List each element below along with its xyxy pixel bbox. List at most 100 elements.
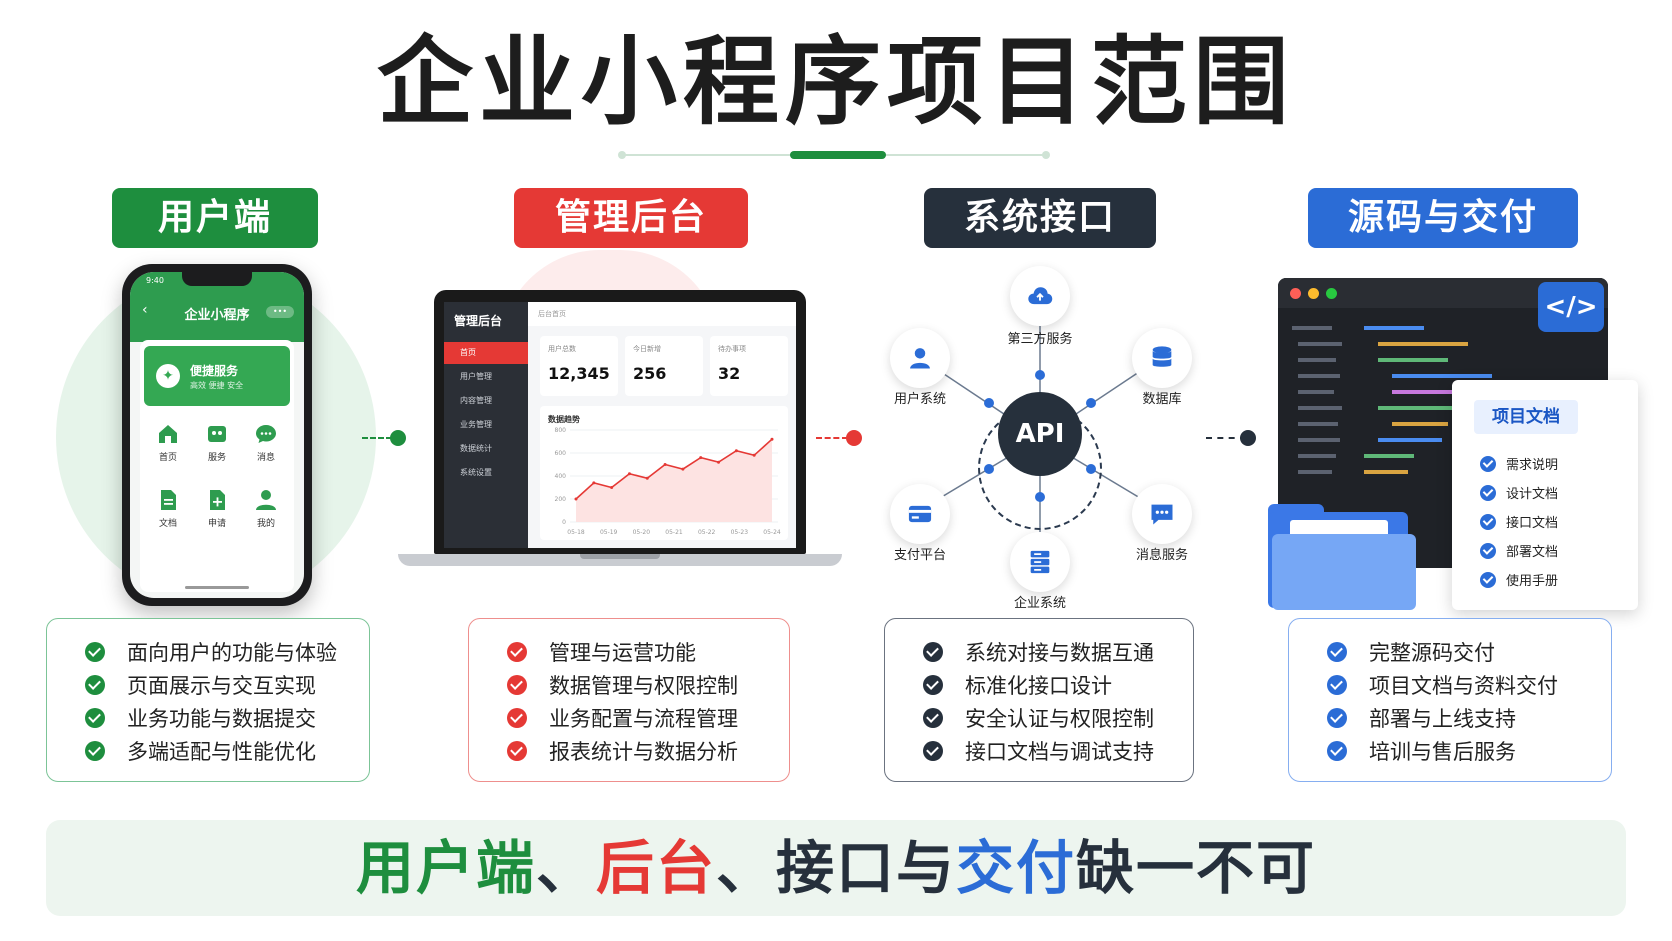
- node-messaging[interactable]: [1132, 484, 1192, 544]
- connector-line: [1206, 437, 1246, 441]
- y-tick-label: 800: [555, 427, 567, 434]
- trend-point: [770, 437, 774, 441]
- node-label: 数据库: [1142, 392, 1182, 407]
- feature-box-api: 系统对接与数据互通 标准化接口设计 安全认证与权限控制 接口文档与调试支持: [884, 618, 1194, 782]
- node-enterprise[interactable]: [1010, 532, 1070, 592]
- service-banner[interactable]: ✦ 便捷服务 高效 便捷 安全: [144, 346, 290, 406]
- doc-item: 部署文档: [1480, 541, 1558, 560]
- api-connector-dot: [1086, 398, 1096, 408]
- stat-label: 今日新增: [633, 345, 661, 353]
- admin-nav-business[interactable]: 业务管理: [460, 420, 492, 429]
- check-icon: [923, 674, 943, 695]
- admin-nav-stats[interactable]: 数据统计: [460, 444, 492, 453]
- grid-item-profile[interactable]: 我的: [242, 488, 290, 529]
- title-divider-accent: [790, 151, 886, 159]
- node-label: 企业系统: [1013, 596, 1066, 611]
- stat-card: 待办事项 32: [710, 336, 788, 396]
- summary-part-delivery: 交付: [956, 834, 1077, 902]
- summary-part-tail: 缺一不可: [1076, 834, 1317, 902]
- admin-nav-home[interactable]: 首页: [444, 342, 528, 364]
- database-icon: [1152, 346, 1172, 367]
- feature-text: 安全认证与权限控制: [965, 706, 1154, 731]
- phone-app-title: 企业小程序: [184, 308, 250, 323]
- file-tree-line: [1298, 454, 1336, 458]
- feature-text: 页面展示与交互实现: [127, 673, 316, 698]
- grid-label: 文档: [158, 519, 177, 529]
- grid-item-home[interactable]: 首页: [144, 422, 192, 463]
- more-menu-icon[interactable]: •••: [266, 306, 294, 318]
- admin-nav-content[interactable]: 内容管理: [460, 396, 492, 405]
- cloud-icon: [1028, 287, 1053, 305]
- trend-point: [645, 476, 649, 480]
- grid-item-service[interactable]: 服务: [193, 422, 241, 463]
- admin-nav-settings[interactable]: 系统设置: [460, 468, 492, 477]
- stat-value: 256: [633, 364, 667, 383]
- phone-content: ✦ 便捷服务 高效 便捷 安全 首页 服务 消息: [140, 340, 294, 592]
- check-icon: [1480, 484, 1496, 501]
- feature-text: 业务配置与流程管理: [549, 706, 738, 731]
- feature-text: 培训与售后服务: [1369, 739, 1516, 764]
- summary-part-user: 用户端: [355, 834, 536, 902]
- doc-item: 需求说明: [1480, 454, 1558, 473]
- feature-item: 业务功能与数据提交: [85, 701, 369, 734]
- page-title: 企业小程序项目范围: [377, 26, 1295, 138]
- admin-sidebar: 管理后台 首页 用户管理 内容管理 业务管理 数据统计 系统设置: [444, 302, 528, 548]
- user-icon: [910, 348, 930, 369]
- stat-value: 12,345: [548, 364, 610, 383]
- x-tick-label: 05-18: [567, 529, 585, 536]
- check-icon: [923, 740, 943, 761]
- profile-icon: [256, 490, 276, 510]
- grid-item-message[interactable]: 消息: [242, 422, 290, 463]
- feature-item: 接口文档与调试支持: [923, 734, 1193, 767]
- feature-text: 系统对接与数据互通: [965, 640, 1154, 665]
- header-api: 系统接口: [924, 188, 1156, 248]
- check-icon: [85, 641, 105, 662]
- check-icon: [1480, 571, 1496, 588]
- folder-icon-front: [1272, 534, 1416, 610]
- feature-item: 标准化接口设计: [923, 668, 1193, 701]
- file-tree-line: [1298, 438, 1340, 442]
- header-user-side: 用户端: [112, 188, 318, 248]
- service-icon: [208, 426, 226, 442]
- stat-value: 32: [718, 364, 741, 383]
- admin-topbar: 后台首页: [528, 302, 796, 326]
- feature-item: 完整源码交付: [1327, 635, 1611, 668]
- trend-point: [627, 472, 631, 476]
- check-icon: [85, 674, 105, 695]
- node-third-party[interactable]: [1010, 266, 1070, 326]
- trend-point: [699, 456, 703, 460]
- phone-home-indicator: [185, 586, 249, 589]
- window-minimize-icon: [1308, 288, 1319, 299]
- grid-label: 消息: [256, 453, 275, 463]
- feature-text: 标准化接口设计: [965, 673, 1112, 698]
- feature-box-delivery: 完整源码交付 项目文档与资料交付 部署与上线支持 培训与售后服务: [1288, 618, 1612, 782]
- node-user-system[interactable]: [890, 328, 950, 388]
- code-line: [1378, 358, 1448, 362]
- back-arrow-icon[interactable]: ‹: [142, 302, 148, 318]
- phone-screen: 9:40 ‹ 企业小程序 ••• ✦ 便捷服务 高效 便捷 安全 首页 服务: [130, 272, 304, 598]
- grid-item-apply[interactable]: 申请: [193, 488, 241, 529]
- doc-item: 设计文档: [1480, 483, 1558, 502]
- trend-point: [681, 467, 685, 471]
- file-tree-line: [1298, 406, 1342, 410]
- node-database[interactable]: [1132, 328, 1192, 388]
- file-tree-line: [1298, 422, 1338, 426]
- chart-title: 数据趋势: [548, 415, 580, 424]
- file-tree-line: [1298, 342, 1342, 346]
- grid-item-document[interactable]: 文档: [144, 488, 192, 529]
- admin-nav-users[interactable]: 用户管理: [460, 372, 492, 381]
- connector-line: [816, 437, 848, 441]
- check-icon: [85, 740, 105, 761]
- check-icon: [1480, 542, 1496, 559]
- node-payment[interactable]: [890, 484, 950, 544]
- node-label: 用户系统: [893, 392, 946, 407]
- connector-dot: [390, 430, 406, 446]
- trend-line: [575, 438, 773, 500]
- laptop-base: [398, 554, 842, 566]
- feature-item: 部署与上线支持: [1327, 701, 1611, 734]
- phone-header: 9:40 ‹ 企业小程序 •••: [130, 272, 304, 342]
- code-line: [1378, 342, 1468, 346]
- file-tree-line: [1292, 326, 1332, 330]
- check-icon: [1327, 641, 1347, 662]
- doc-item-label: 接口文档: [1506, 516, 1559, 531]
